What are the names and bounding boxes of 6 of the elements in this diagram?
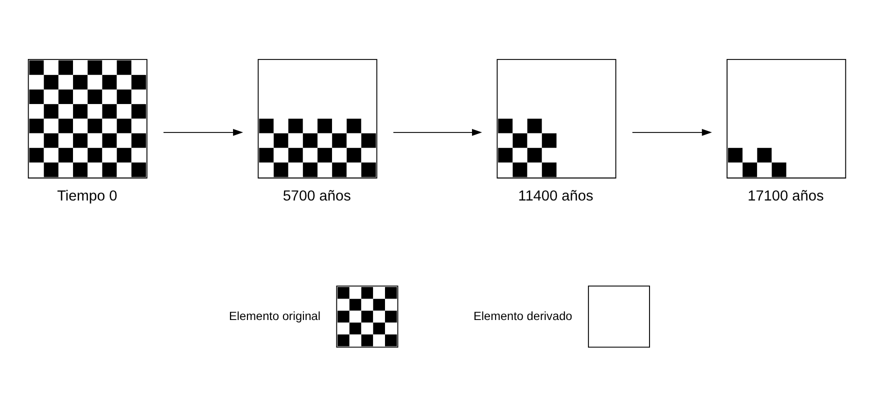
- node-label: Tiempo 0: [57, 188, 118, 204]
- legend-label: Elemento original: [229, 308, 321, 322]
- node-label: 11400 años: [518, 188, 594, 204]
- node-label: 17100 años: [748, 188, 824, 204]
- node-label: 5700 años: [282, 188, 351, 204]
- legend-label: Elemento derivado: [473, 308, 572, 322]
